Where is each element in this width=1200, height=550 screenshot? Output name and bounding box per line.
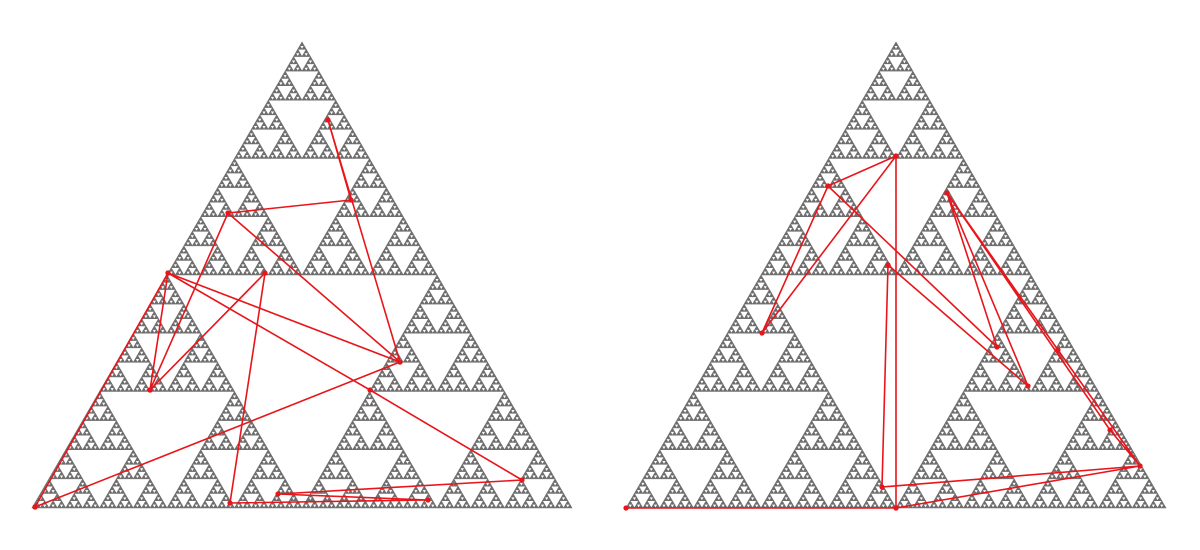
path-vertex-dot-right-12 <box>944 190 950 196</box>
path-vertex-dot-right-9 <box>879 484 885 490</box>
path-vertex-dot-right-0 <box>623 505 629 511</box>
path-vertex-dot-left-4 <box>348 197 354 203</box>
path-vertex-dot-right-14 <box>1137 463 1143 469</box>
path-vertex-dot-right-5 <box>994 344 1000 350</box>
path-vertex-dot-left-3 <box>325 117 331 123</box>
left-panel <box>31 41 573 510</box>
path-vertex-dot-left-10 <box>275 491 281 497</box>
path-vertex-dot-left-16 <box>397 359 403 365</box>
path-vertex-dot-right-16 <box>893 153 899 159</box>
path-vertex-dot-left-14 <box>147 387 153 393</box>
path-vertex-dot-right-11 <box>1107 427 1113 433</box>
path-vertex-dot-right-17 <box>825 183 831 189</box>
path-vertex-dot-left-8 <box>227 500 233 506</box>
path-vertex-dot-right-8 <box>885 262 891 268</box>
path-vertex-dot-right-7 <box>1025 383 1031 389</box>
path-vertex-dot-left-9 <box>425 497 431 503</box>
path-vertex-dot-left-15 <box>225 210 231 216</box>
path-vertex-dot-right-3 <box>759 330 765 336</box>
random-walk-path-right <box>623 153 1143 511</box>
path-vertex-dot-left-11 <box>519 477 525 483</box>
path-vertex-dot-left-13 <box>165 270 171 276</box>
sierpinski-triangle-left <box>31 41 573 509</box>
path-vertex-dot-right-13 <box>1055 347 1061 353</box>
path-vertex-dot-left-7 <box>262 270 268 276</box>
sierpinski-fill-left <box>31 41 573 509</box>
right-panel <box>623 41 1167 511</box>
random-walk-path-left <box>32 117 525 510</box>
path-line-right <box>626 155 1141 509</box>
path-vertex-dot-left-12 <box>367 387 373 393</box>
path-line-left <box>34 119 523 508</box>
path-vertex-dot-left-17 <box>32 504 38 510</box>
path-vertex-dot-right-15 <box>893 505 899 511</box>
